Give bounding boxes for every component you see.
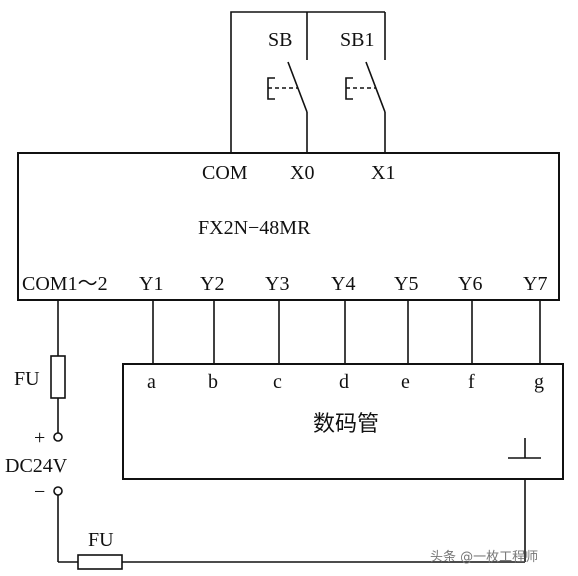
plc-box xyxy=(17,152,560,301)
segment-e-label: e xyxy=(401,371,410,393)
switch-sb1-label: SB1 xyxy=(340,29,374,51)
segment-a-label: a xyxy=(147,371,156,393)
plus-sign: + xyxy=(34,427,45,449)
switch-sb xyxy=(267,61,308,113)
plc-y6-label: Y6 xyxy=(458,273,482,295)
plc-com-label: COM xyxy=(202,162,248,184)
power-wiring xyxy=(50,300,525,570)
fuse-top-label: FU xyxy=(14,368,40,390)
fuse-bottom xyxy=(77,554,123,570)
display-title: 数码管 xyxy=(313,412,379,437)
minus-sign: − xyxy=(34,481,45,503)
common-terminal-symbol xyxy=(508,438,541,562)
terminal-minus xyxy=(53,486,63,496)
plc-com12-label: COM1～2 xyxy=(22,273,108,295)
terminal-plus xyxy=(53,432,63,442)
supply-voltage-label: DC24V xyxy=(5,455,68,477)
plc-y5-label: Y5 xyxy=(394,273,418,295)
watermark: 头条 @一枚工程师 xyxy=(430,549,538,565)
output-wiring xyxy=(152,300,541,364)
plc-y1-label: Y1 xyxy=(139,273,163,295)
display-box xyxy=(122,363,564,480)
fuse-top xyxy=(50,355,66,399)
plc-y7-label: Y7 xyxy=(523,273,547,295)
plc-y2-label: Y2 xyxy=(200,273,224,295)
switch-sb-label: SB xyxy=(268,29,292,51)
switch-sb1 xyxy=(345,61,386,113)
segment-f-label: f xyxy=(468,371,475,393)
plc-y4-label: Y4 xyxy=(331,273,355,295)
plc-y3-label: Y3 xyxy=(265,273,289,295)
plc-x0-label: X0 xyxy=(290,162,314,184)
segment-d-label: d xyxy=(339,371,349,393)
segment-c-label: c xyxy=(273,371,282,393)
segment-g-label: g xyxy=(534,371,544,393)
fuse-bottom-label: FU xyxy=(88,529,114,551)
input-wiring xyxy=(230,11,386,153)
plc-x1-label: X1 xyxy=(371,162,395,184)
segment-b-label: b xyxy=(208,371,218,393)
plc-model-label: FX2N−48MR xyxy=(198,217,311,239)
